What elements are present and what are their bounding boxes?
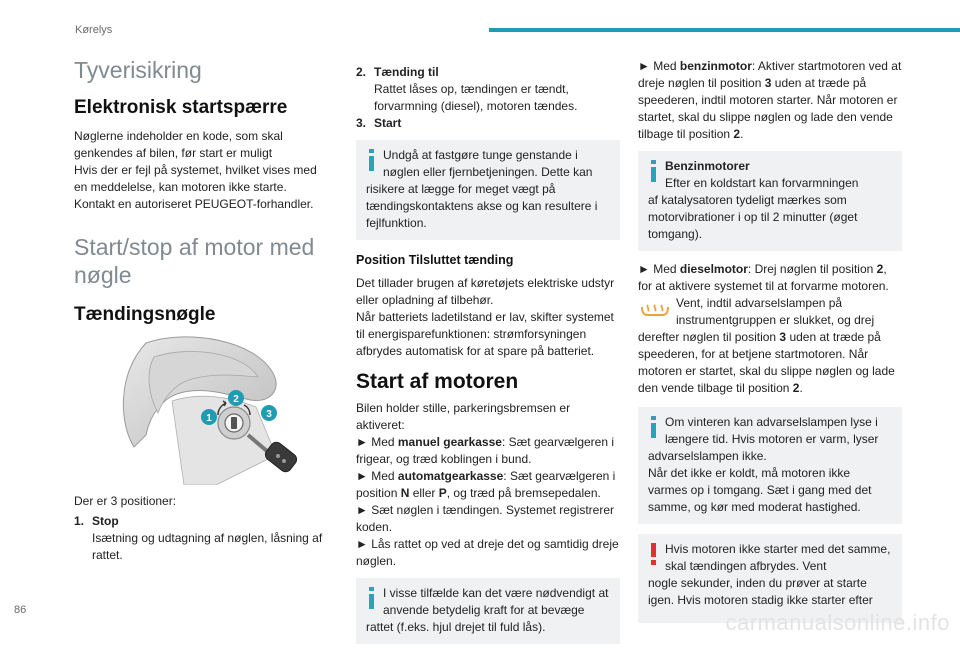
paragraph: Hvis der er fejl på systemet, hvilket vi… [74,163,317,194]
list-item: 1. Stop [74,513,330,530]
note-text: Undgå at fastgøre tunge genstande i nøgl… [383,148,593,179]
paragraph: Bilen holder stille, parkeringsbremsen e… [356,401,571,432]
note-text: Hvis motoren ikke starter med det samme,… [665,542,891,573]
info-icon [651,160,656,182]
paragraph: Det tillader brugen af køretøjets elektr… [356,276,615,307]
step-insert-key: ► Sæt nøglen i tændingen. Systemet regis… [356,503,614,534]
heading-position-acc: Position Tilsluttet tænding [356,253,514,267]
column-2: 2. Tænding til Rattet låses op, tændinge… [356,64,620,652]
note-text: risikere at lægge for meget vægt på tænd… [366,182,598,230]
callout-3 [261,405,277,421]
info-note: I visse tilfælde kan det være nødvendigt… [356,578,620,644]
heading-ignition-key: Tændingsnøgle [74,304,216,325]
positions-list: 1. Stop Isætning og udtagning af nøglen,… [74,513,330,564]
positions-list-cont: 2. Tænding til Rattet låses op, tændinge… [356,64,620,132]
list-number: 2. [356,65,367,79]
note-text: Når det ikke er koldt, må motoren ikke v… [648,466,872,514]
info-note: Benzinmotorer Efter en koldstart kan for… [638,151,902,251]
heading-electronic-immobiliser: Elektronisk startspærre [74,97,288,118]
header-accent-bar [489,28,960,32]
section-title-2: Start/stop af motor med nøgle [74,234,315,288]
note-text: af katalysatoren tydeligt mærkes som mot… [648,193,858,241]
list-label: Tænding til [374,65,439,79]
info-icon [651,416,656,438]
info-icon [369,587,374,609]
step-manual: ► Med manuel gearkasse: Sæt gearvælgeren… [356,435,615,466]
ignition-illustration: 1 2 3 [106,335,300,486]
svg-text:2: 2 [233,394,239,405]
info-note: Undgå at fastgøre tunge genstande i nøgl… [356,140,620,240]
step-unlock-wheel: ► Lås rattet op ved at dreje det og samt… [356,537,619,568]
list-item: 2. Tænding til [356,64,620,81]
positions-intro: Der er 3 positioner: [74,494,177,508]
list-item: 3. Start [356,115,620,132]
note-text: Om vinteren kan advarselslampen lyse i l… [665,415,879,446]
svg-text:3: 3 [266,409,272,420]
list-label: Stop [92,514,119,528]
info-note: Om vinteren kan advarselslampen lyse i l… [638,407,902,524]
step-petrol: ► Med benzinmotor: Aktiver startmotoren … [638,59,902,141]
heading-start-engine: Start af motoren [356,370,519,393]
paragraph: Kontakt en autoriseret PEUGEOT-forhandle… [74,197,314,211]
note-title: Benzinmotorer [665,159,750,173]
step-automatic: ► Med automatgearkasse: Sæt gearvælgeren… [356,469,616,500]
warning-icon [651,543,656,565]
watermark: carmanualsonline.info [725,610,950,635]
note-text: I visse tilfælde kan det være nødvendigt… [383,586,609,617]
list-label: Start [374,116,402,130]
note-text: Efter en koldstart kan forvarmningen [665,176,859,190]
list-number: 1. [74,514,85,528]
running-header: Kørelys [75,24,113,36]
info-icon [369,149,374,171]
note-text: advarselslampen ikke. [648,449,767,463]
note-text: nogle sekunder, inden du prøver at start… [648,576,873,607]
list-number: 3. [356,116,367,130]
paragraph: Når batteriets ladetilstand er lav, skif… [356,310,614,358]
steering-wheel-key-drawing: 1 2 3 [122,336,298,486]
column-1: Tyverisikring Elektronisk startspærre Nø… [74,56,330,564]
warning-note: Hvis motoren ikke starter med det samme,… [638,534,902,623]
column-3: ► Med benzinmotor: Aktiver startmotoren … [638,58,902,631]
list-description: Rattet låses op, tændingen er tændt, for… [374,82,578,113]
glow-plug-warning-icon [641,304,669,316]
glow-plug-paragraph: Vent, indtil advarselslampen på instrume… [638,296,895,395]
page-number: 86 [14,604,27,616]
callout-2 [228,390,244,406]
paragraph: Nøglerne indeholder en kode, som skal ge… [74,129,283,160]
svg-text:1: 1 [206,413,212,424]
section-title: Tyverisikring [74,57,202,83]
note-text: rattet (f.eks. hjul drejet til fuld lås)… [366,620,546,634]
step-diesel: ► Med dieselmotor: Drej nøglen til posit… [638,262,889,293]
callout-1 [201,409,217,425]
list-description: Isætning og udtagning af nøglen, låsning… [92,531,323,562]
